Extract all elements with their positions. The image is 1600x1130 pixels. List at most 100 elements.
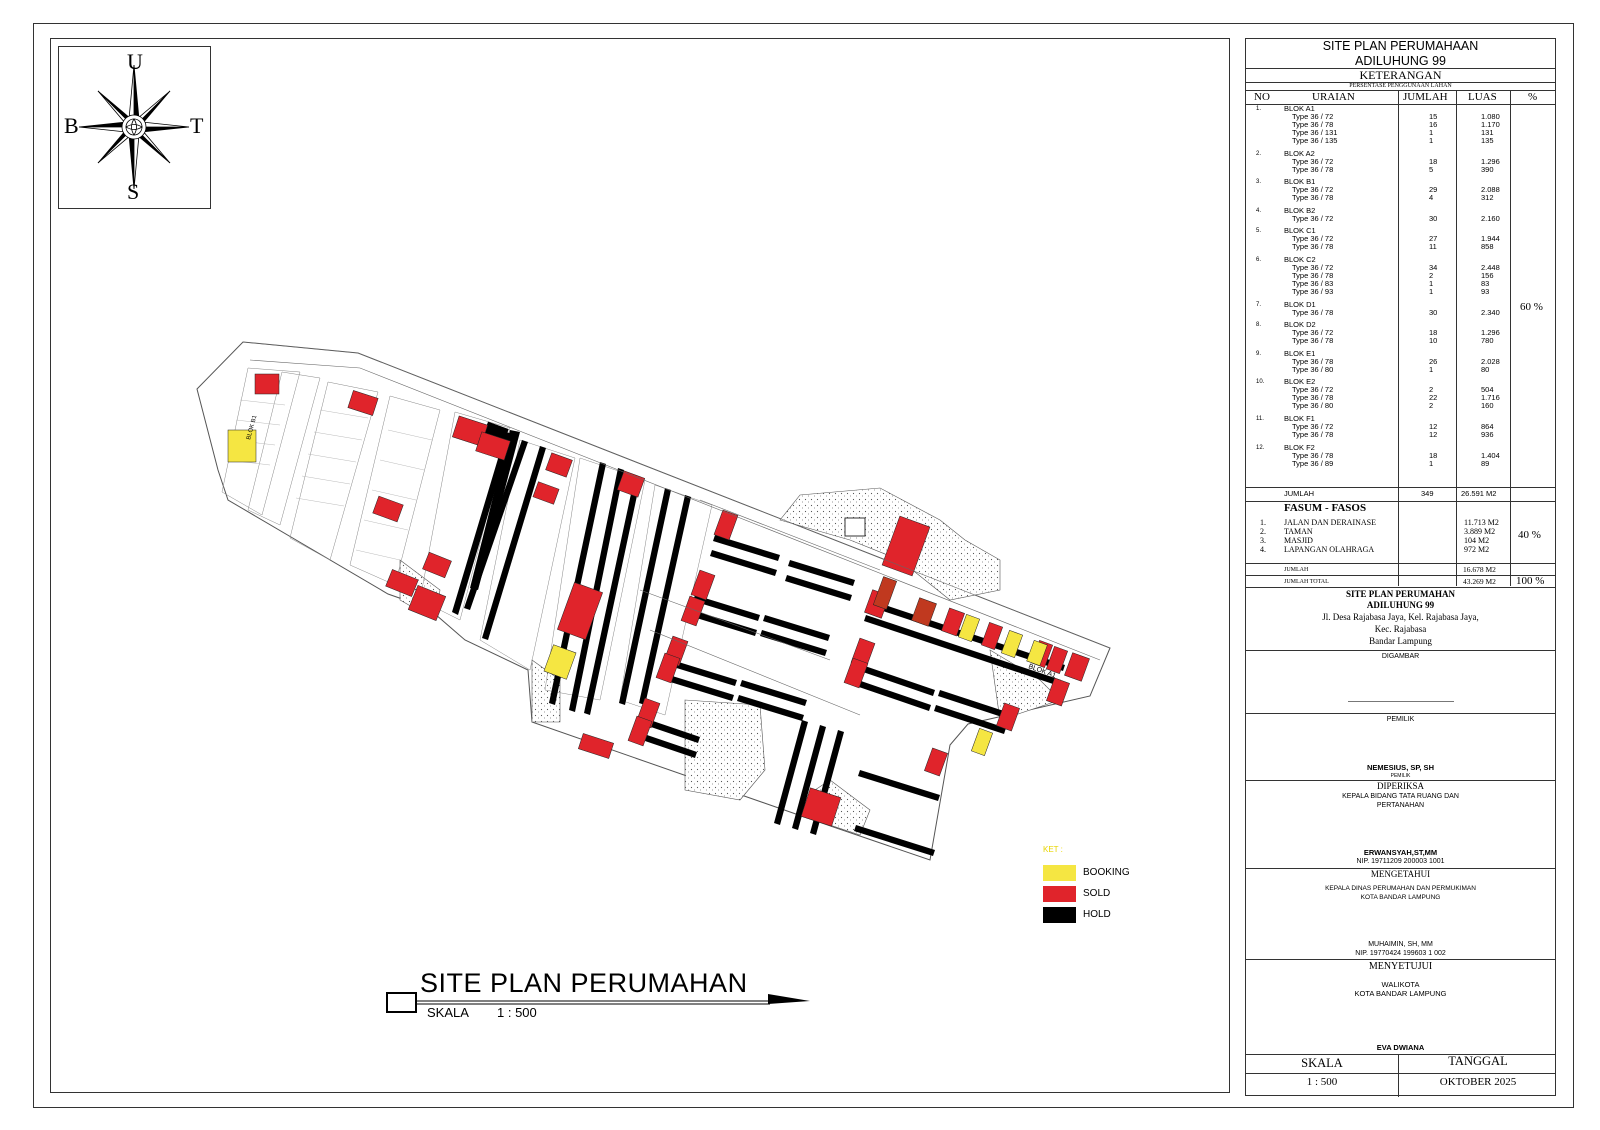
- mengetahui-role-2: KOTA BANDAR LAMPUNG: [1360, 894, 1441, 901]
- plan-title: SITE PLAN PERUMAHAN: [420, 968, 748, 998]
- menyetujui-role-1: WALIKOTA: [1381, 980, 1420, 989]
- fasum-no: 1.: [1260, 518, 1266, 527]
- block-name: BLOK B1: [1284, 177, 1316, 187]
- skala-label: SKALA: [1301, 1056, 1343, 1070]
- booking-lots: [227, 429, 1048, 756]
- compass-rose: U S B T: [58, 46, 211, 209]
- area-value: 936: [1481, 430, 1494, 439]
- mengetahui-role-1: KEPALA DINAS PERUMAHAN DAN PERMUKIMAN: [1325, 885, 1476, 892]
- area-value: 1.296: [1481, 156, 1500, 166]
- block-no: 6.: [1256, 257, 1262, 263]
- fasum-luas: 972 M2: [1464, 545, 1490, 554]
- col-no: NO: [1254, 91, 1270, 103]
- area-value: 83: [1481, 279, 1490, 288]
- legend-hold-label: HOLD: [1083, 909, 1111, 920]
- fasum-no: 2.: [1260, 527, 1266, 536]
- unit-count: 1: [1429, 458, 1434, 468]
- compass-north: U: [127, 49, 143, 74]
- type-name: Type 36 / 78: [1292, 450, 1334, 460]
- lot-lines: [227, 399, 433, 561]
- mengetahui-name: MUHAIMIN, SH, MM: [1368, 941, 1433, 948]
- area-value: 156: [1481, 271, 1494, 280]
- type-name: Type 36 / 72: [1292, 263, 1334, 272]
- pct-housing: 60 %: [1520, 301, 1543, 313]
- fasum-jumlah: 16.678 M2: [1463, 565, 1496, 574]
- fasum-name: JALAN DAN DERAINASE: [1284, 518, 1376, 527]
- block-no: 1.: [1256, 106, 1262, 112]
- type-name: Type 36 / 78: [1292, 336, 1334, 346]
- area-value: 93: [1481, 287, 1490, 296]
- type-name: Type 36 / 131: [1292, 128, 1338, 137]
- type-name: Type 36 / 78: [1292, 393, 1334, 403]
- owner-name: NEMESIUS, SP, SH: [1367, 763, 1434, 772]
- jumlah-label: JUMLAH: [1284, 489, 1315, 498]
- menyetujui-label: MENYETUJUI: [1368, 961, 1433, 972]
- type-name: Type 36 / 72: [1292, 156, 1334, 166]
- unit-count: 12: [1429, 430, 1438, 439]
- pemilik-label: PEMILIK: [1386, 716, 1415, 723]
- type-name: Type 36 / 72: [1292, 422, 1334, 431]
- fasum-luas: 11.713 M2: [1464, 518, 1499, 527]
- area-value: 390: [1481, 164, 1494, 174]
- area-value: 1.296: [1481, 328, 1500, 338]
- type-name: Type 36 / 72: [1292, 385, 1334, 395]
- unit-count: 10: [1429, 336, 1438, 346]
- total-luas: 43.269 M2: [1463, 577, 1496, 586]
- tanggal-value: OKTOBER 2025: [1439, 1076, 1517, 1088]
- type-name: Type 36 / 78: [1292, 120, 1334, 129]
- type-name: Type 36 / 72: [1292, 328, 1334, 338]
- block-name: BLOK F2: [1284, 442, 1315, 452]
- area-value: 2.340: [1481, 307, 1500, 317]
- unit-count: 4: [1429, 193, 1434, 203]
- type-name: Type 36 / 72: [1292, 112, 1334, 121]
- menyetujui-role-2: KOTA BANDAR LAMPUNG: [1354, 989, 1447, 998]
- menyetujui-name: EVA DWIANA: [1376, 1043, 1425, 1052]
- site-boundary: [196, 341, 1111, 861]
- area-value: 135: [1481, 136, 1494, 145]
- unit-count: 5: [1429, 164, 1434, 174]
- unit-count: 18: [1429, 450, 1438, 460]
- address-1: Jl. Desa Rajabasa Jaya, Kel. Rajabasa Ja…: [1322, 612, 1479, 622]
- area-value: 131: [1481, 128, 1494, 137]
- area-value: 1.080: [1481, 112, 1500, 121]
- block-name: BLOK C1: [1284, 226, 1316, 236]
- block-no: 9.: [1256, 350, 1262, 357]
- digambar-signature-line: [1348, 701, 1454, 702]
- area-value: 504: [1481, 385, 1494, 395]
- unit-count: 1: [1429, 287, 1434, 296]
- area-value: 2.028: [1481, 356, 1500, 366]
- hold-lots: [452, 421, 691, 715]
- persentase-heading: PERSENTASE PENGGUNAAN LAHAN: [1349, 83, 1452, 89]
- block-no: 11.: [1256, 416, 1264, 422]
- map-frame: [50, 38, 1230, 1093]
- block-name: BLOK E1: [1284, 348, 1316, 358]
- panel-title-1: SITE PLAN PERUMAHAAN: [1322, 39, 1479, 53]
- col-jumlah: JUMLAH: [1403, 91, 1448, 103]
- compass-east: T: [190, 113, 204, 138]
- col-uraian: URAIAN: [1312, 91, 1355, 103]
- unit-count: 30: [1429, 213, 1438, 223]
- site-map: BLOK B1 BLOK A1: [196, 341, 1111, 1013]
- unit-count: 1: [1429, 364, 1434, 374]
- area-value: 1.944: [1481, 234, 1500, 244]
- unit-count: 18: [1429, 328, 1438, 338]
- panel-title-2: ADILUHUNG 99: [1355, 54, 1446, 68]
- area-value: 1.170: [1481, 120, 1500, 129]
- unit-count: 29: [1429, 185, 1438, 195]
- type-name: Type 36 / 83: [1292, 279, 1334, 288]
- unit-count: 2: [1429, 271, 1434, 280]
- address-2: Kec. Rajabasa: [1374, 624, 1427, 634]
- type-name: Type 36 / 72: [1292, 213, 1334, 223]
- fasum-title: FASUM - FASOS: [1284, 502, 1367, 514]
- scale-arrow-icon: [768, 994, 810, 1004]
- type-name: Type 36 / 78: [1292, 271, 1334, 280]
- legend: KET : BOOKING SOLD HOLD: [1043, 845, 1193, 925]
- diperiksa-nip: NIP. 19711209 200003 1001: [1356, 858, 1445, 865]
- type-name: Type 36 / 78: [1292, 356, 1334, 366]
- legend-sold-label: SOLD: [1083, 888, 1111, 899]
- mengetahui-label: MENGETAHUI: [1370, 869, 1431, 879]
- type-name: Type 36 / 78: [1292, 242, 1334, 252]
- area-value: 858: [1481, 242, 1494, 252]
- block-name: BLOK D2: [1284, 320, 1316, 330]
- compass-star-icon: [78, 64, 190, 190]
